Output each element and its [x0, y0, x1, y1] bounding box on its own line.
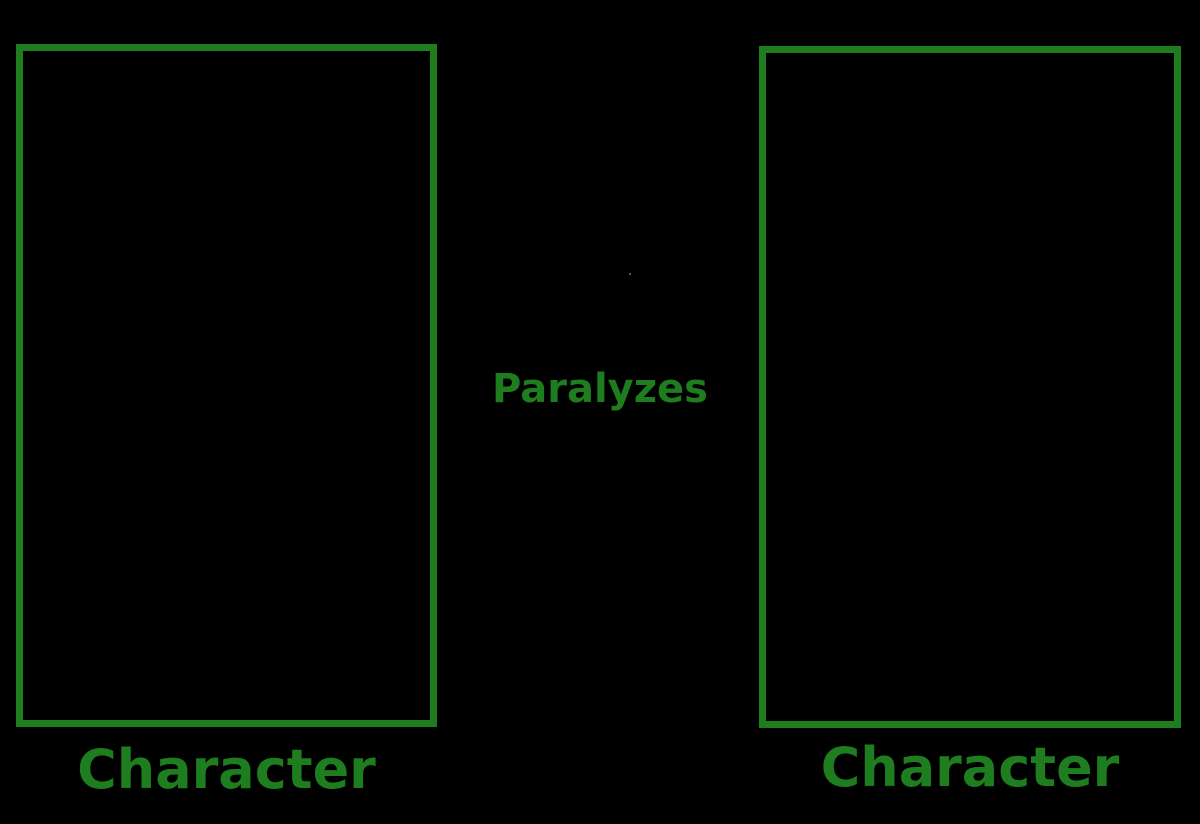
small-dot-mark	[629, 273, 631, 275]
right-character-caption: Character	[820, 736, 1120, 799]
right-character-frame	[759, 46, 1181, 728]
left-character-frame	[16, 44, 437, 727]
relation-label: Paralyzes	[492, 366, 708, 412]
left-character-caption: Character	[77, 738, 376, 801]
